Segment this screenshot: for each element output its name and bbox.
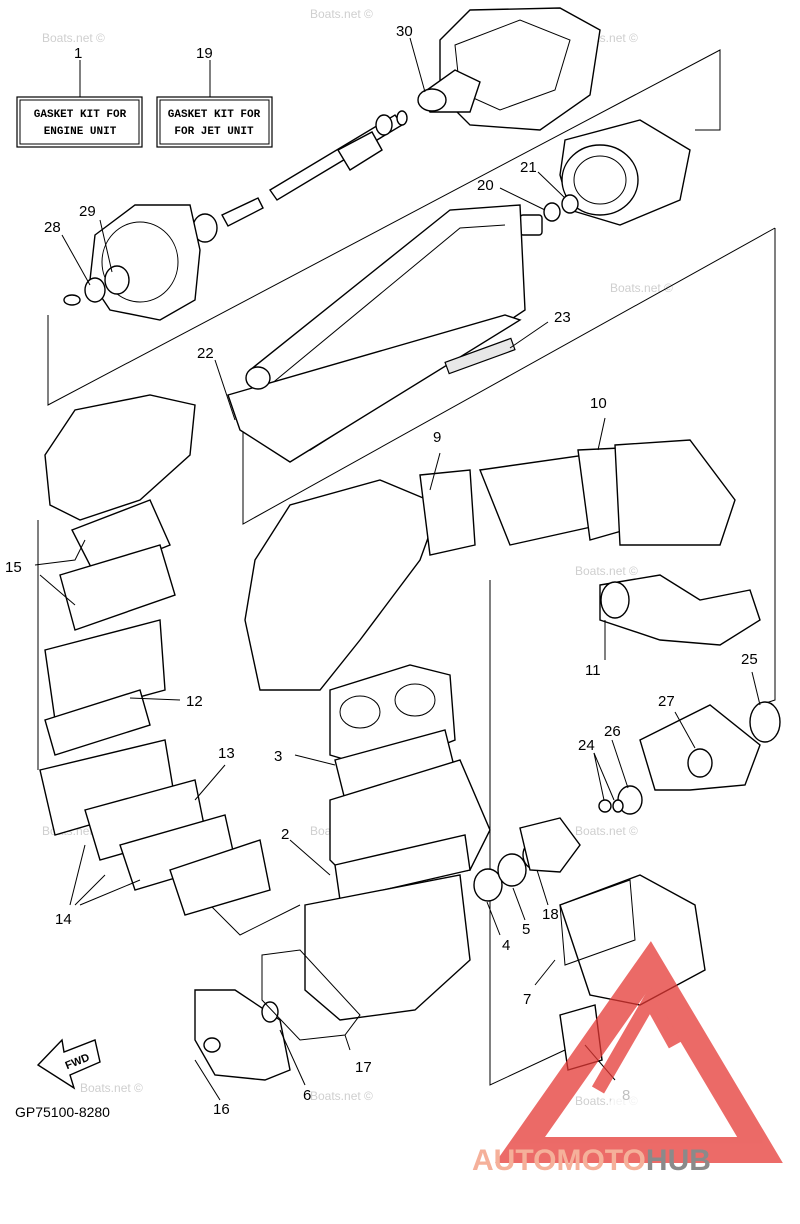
callout-26: 26 [604,723,621,740]
intermediate-housing [63,204,201,321]
exhaust-system [244,439,761,691]
kit-box-engine: GASKET KIT FOR ENGINE UNIT [16,60,143,148]
watermark-text: Boats.net © [575,564,638,578]
impeller [519,119,691,236]
callout-22: 22 [197,345,214,362]
callout-15: 15 [5,559,22,576]
callout-11: 11 [585,662,601,679]
flywheel-cover [194,949,361,1081]
kit-box-line1: GASKET KIT FOR [168,109,261,121]
callout-17: 17 [355,1059,372,1076]
callout-12: 12 [186,693,203,710]
watermark-text: Boats.net © [575,824,638,838]
diagram-code: GP75100-8280 [15,1104,110,1120]
callout-19: 19 [196,45,213,62]
callout-30: 30 [396,23,413,40]
callout-13: 13 [218,745,235,762]
callout-20: 20 [477,177,494,194]
callout-3: 3 [274,748,282,765]
callout-18: 18 [542,906,559,923]
callout-28: 28 [44,219,61,236]
crankcase [304,874,471,1021]
callout-labels: 1 19 30 29 28 21 20 23 22 10 9 15 11 25 … [5,23,758,1118]
kit-box-line1: GASKET KIT FOR [34,109,127,121]
jet-unit-frame [37,49,776,1086]
watermark-text: Boats.net © [310,1089,373,1103]
brand-text-part1: AUTOMOTO [472,1144,646,1177]
brand-text: AUTOMOTOHUB [472,1144,711,1177]
kit-box-line2: ENGINE UNIT [44,126,117,138]
jet-pump-housing [417,7,601,131]
callout-4: 4 [502,937,510,954]
watermark-text: Boats.net © [42,31,105,45]
watermark-text: Boats.net © [80,1081,143,1095]
callout-16: 16 [213,1101,230,1118]
intake-reed-stack [39,739,271,916]
intake-duct [227,204,526,463]
callout-10: 10 [590,395,607,412]
coupler-assembly [473,701,781,902]
callout-1: 1 [74,45,82,62]
callout-14: 14 [55,911,72,928]
watermark-text: Boats.net © [610,281,673,295]
callout-24: 24 [578,737,595,754]
watermark-text: Boats.net © [310,7,373,21]
callout-21: 21 [520,159,537,176]
brand-logo [494,941,783,1163]
callout-25: 25 [741,651,758,668]
callout-23: 23 [554,309,571,326]
exhaust-manifold [44,394,196,756]
callout-7: 7 [523,991,531,1008]
kit-box-jet: GASKET KIT FOR FOR JET UNIT [156,60,273,148]
callout-5: 5 [522,921,530,938]
callout-6: 6 [303,1087,311,1104]
leader-lines [34,37,761,1101]
fwd-arrow: FWD [36,1038,101,1090]
kit-box-line2: FOR JET UNIT [174,126,254,138]
cylinder-head [329,664,456,801]
brand-text-part2: HUB [646,1144,711,1177]
callout-29: 29 [79,203,96,220]
callout-27: 27 [658,693,675,710]
callout-2: 2 [281,826,289,843]
callout-9: 9 [433,429,441,446]
drive-shaft [192,110,408,243]
cylinder-block [329,759,491,901]
